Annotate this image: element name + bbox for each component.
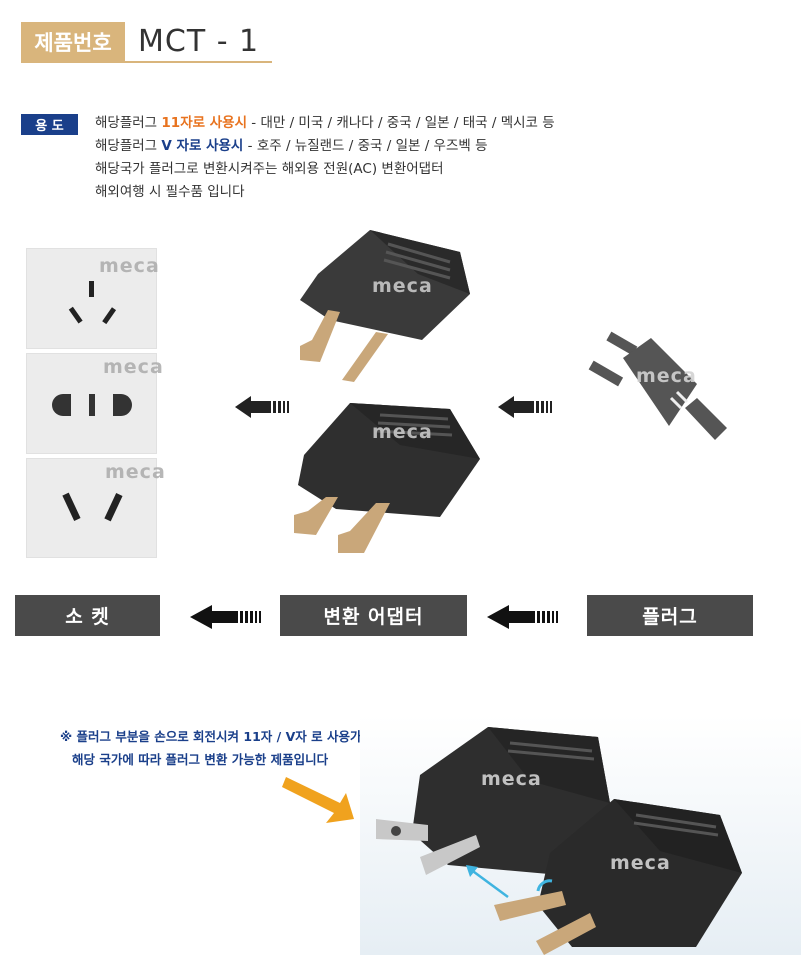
adapter-rotation-photo (282, 715, 801, 955)
socket-panel-round: meca (26, 353, 163, 454)
watermark: meca (103, 356, 164, 378)
round-pin-socket-icon (52, 394, 132, 416)
socket-panel-three-pin: meca (26, 248, 160, 349)
usage-line-3: 해당국가 플러그로 변환시켜주는 해외용 전원(AC) 변환어댑터 (95, 161, 444, 177)
label-plug: 플러그 (587, 595, 753, 636)
arrow-left-icon (235, 396, 289, 418)
usage-line-2-suffix: - 호주 / 뉴질랜드 / 중국 / 일본 / 우즈벡 등 (243, 138, 488, 154)
arrow-left-icon (487, 605, 558, 629)
usage-line-2-prefix: 해당플러그 (95, 138, 162, 154)
watermark: meca (99, 255, 160, 277)
arrow-left-icon (498, 396, 552, 418)
label-socket: 소 켓 (15, 595, 160, 636)
watermark: meca (372, 421, 433, 443)
three-pin-socket-icon (68, 281, 117, 325)
header-underline (21, 61, 272, 63)
v-type-socket-icon (62, 492, 123, 522)
arrow-left-icon (190, 605, 261, 629)
rotation-note-line-2: 해당 국가에 따라 플러그 변환 가능한 제품입니다 (72, 752, 329, 767)
adapter-flat-pins-image (300, 230, 470, 382)
usage-line-1-prefix: 해당플러그 (95, 115, 162, 131)
watermark: meca (481, 768, 542, 790)
product-number-tag: 제품번호 (21, 22, 125, 62)
model-number: MCT - 1 (138, 23, 260, 59)
adapter-v-pins-image (294, 403, 480, 553)
usage-line-1-highlight: 11자로 사용시 (161, 115, 247, 131)
watermark: meca (636, 365, 697, 387)
usage-line-4: 해외여행 시 필수품 입니다 (95, 184, 245, 200)
watermark: meca (105, 461, 166, 483)
rotation-note: ※ 플러그 부분을 손으로 회전시켜 11자 / V자 로 사용가능 해당 국가… (60, 725, 373, 771)
socket-panel-v-type: meca (26, 458, 165, 558)
usage-description: 해당플러그 11자로 사용시 - 대만 / 미국 / 캐나다 / 중국 / 일본… (95, 112, 555, 204)
rotation-note-line-1: ※ 플러그 부분을 손으로 회전시켜 11자 / V자 로 사용가능 (60, 729, 373, 744)
usage-line-2: 해당플러그 V 자로 사용시 - 호주 / 뉴질랜드 / 중국 / 일본 / 우… (95, 135, 555, 158)
plug-icon (588, 331, 727, 440)
watermark: meca (610, 852, 671, 874)
label-adapter: 변환 어댑터 (280, 595, 467, 636)
watermark: meca (372, 275, 433, 297)
usage-line-2-highlight: V 자로 사용시 (161, 138, 244, 154)
usage-line-1: 해당플러그 11자로 사용시 - 대만 / 미국 / 캐나다 / 중국 / 일본… (95, 112, 555, 135)
usage-badge: 용 도 (21, 114, 78, 135)
usage-line-1-suffix: - 대만 / 미국 / 캐나다 / 중국 / 일본 / 태국 / 멕시코 등 (247, 115, 555, 131)
